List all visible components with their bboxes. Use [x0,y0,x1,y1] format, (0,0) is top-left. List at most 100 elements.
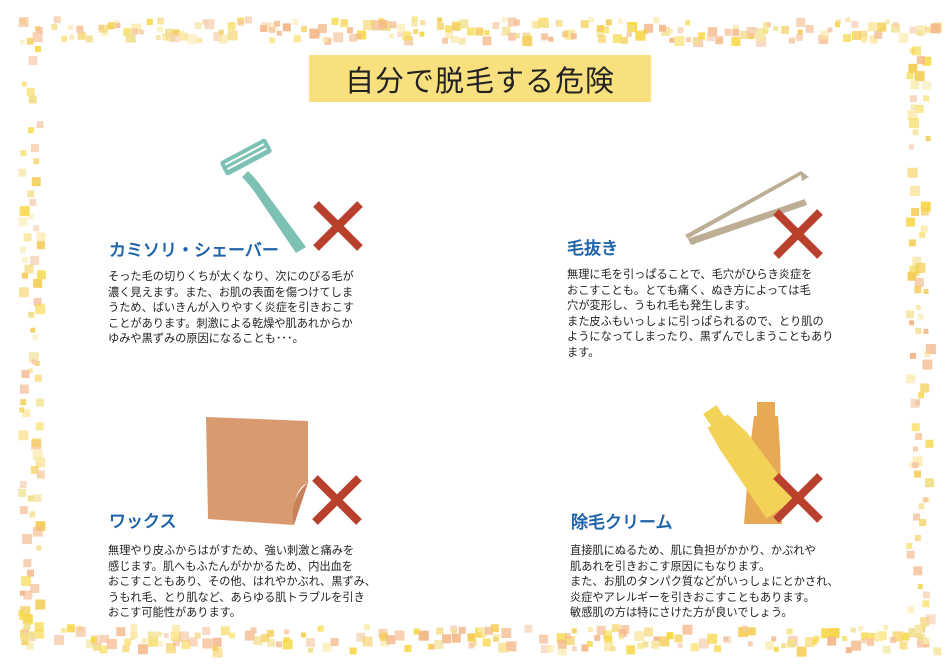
confetti-square [620,625,630,634]
confetti-square [732,25,739,32]
confetti-square [924,26,931,33]
confetti-square [18,217,28,227]
tweezers-description-line: ます。 [567,345,600,359]
razor-heading: カミソリ・シェーバー [109,241,279,261]
confetti-square [227,22,236,30]
confetti-square [394,630,405,641]
confetti-square [621,36,628,44]
confetti-square [913,566,923,576]
confetti-square [912,256,922,266]
confetti-square [181,640,191,649]
confetti-square [77,31,86,40]
confetti-square [714,645,722,653]
confetti-square [22,256,29,263]
confetti-square [835,19,841,25]
confetti-square [906,217,916,227]
confetti-square [27,368,33,374]
confetti-square [498,642,509,653]
wax-description-line: 無理やり皮ふからはがすため、強い刺激と痛みを [108,544,355,557]
confetti-square [564,633,571,639]
confetti-square [18,168,27,177]
confetti-square [597,35,606,44]
confetti-square [301,632,306,638]
confetti-square [756,36,767,47]
confetti-square [914,278,924,288]
confetti-square [796,646,807,657]
confetti-square [827,27,833,33]
confetti-square [692,37,700,45]
confetti-square [851,21,859,28]
confetti-square [916,30,923,36]
confetti-square [605,19,612,26]
confetti-square [762,22,769,29]
wax-description-line: 感じます。肌へもふたんがかかるため、内出血を [108,559,354,573]
prohibited-cross-icon [773,209,823,259]
confetti-square [293,35,301,43]
confetti-square [212,637,222,647]
confetti-square [611,624,620,633]
confetti-square [899,641,908,650]
confetti-square [29,635,36,642]
confetti-square [514,19,520,26]
confetti-square [907,606,915,614]
confetti-square [698,32,706,40]
confetti-square [33,278,43,288]
confetti-square [571,646,577,652]
confetti-square [19,614,26,620]
prohibited-cross-icon [773,473,823,523]
confetti-square [626,24,635,33]
confetti-square [66,624,75,632]
confetti-square [909,26,917,34]
confetti-square [315,31,321,37]
confetti-square [146,19,153,26]
confetti-square [635,30,646,41]
confetti-square [484,30,490,36]
confetti-square [923,638,930,645]
confetti-square [898,33,909,43]
confetti-square [707,633,718,644]
confetti-square [906,550,915,559]
confetti-square [237,19,244,26]
confetti-square [933,647,942,656]
confetti-square [21,370,30,378]
confetti-square [19,481,27,489]
confetti-square [882,645,891,654]
confetti-square [227,30,238,41]
prohibited-cross-icon [312,475,362,525]
confetti-square [674,634,683,643]
confetti-square [912,456,923,467]
confetti-square [925,136,931,142]
confetti-square [356,632,366,642]
confetti-square [165,643,176,654]
confetti-square [891,23,900,33]
confetti-square [921,207,929,216]
tweezers-illustration [685,171,809,245]
confetti-square [626,31,632,37]
confetti-square [404,36,414,46]
confetti-square [877,22,887,32]
confetti-square [922,56,932,66]
confetti-square [564,29,575,40]
confetti-square [565,636,575,646]
confetti-square [914,470,922,478]
confetti-square [18,609,25,616]
confetti-square [506,641,517,652]
confetti-square [155,35,161,40]
confetti-square [845,647,852,654]
confetti-square [212,647,223,658]
confetti-square [594,634,601,641]
confetti-square [35,629,45,639]
wax-description-line: おこす可能性があります。 [108,606,241,620]
confetti-square [907,110,918,121]
confetti-square [413,29,419,35]
confetti-square [482,638,491,647]
confetti-square [920,617,930,627]
confetti-square [915,433,923,440]
confetti-square [907,167,918,178]
confetti-square [27,495,34,502]
confetti-square [218,29,224,35]
confetti-square [867,638,874,646]
confetti-square [452,21,462,31]
confetti-square [917,313,924,320]
confetti-square [458,626,466,634]
